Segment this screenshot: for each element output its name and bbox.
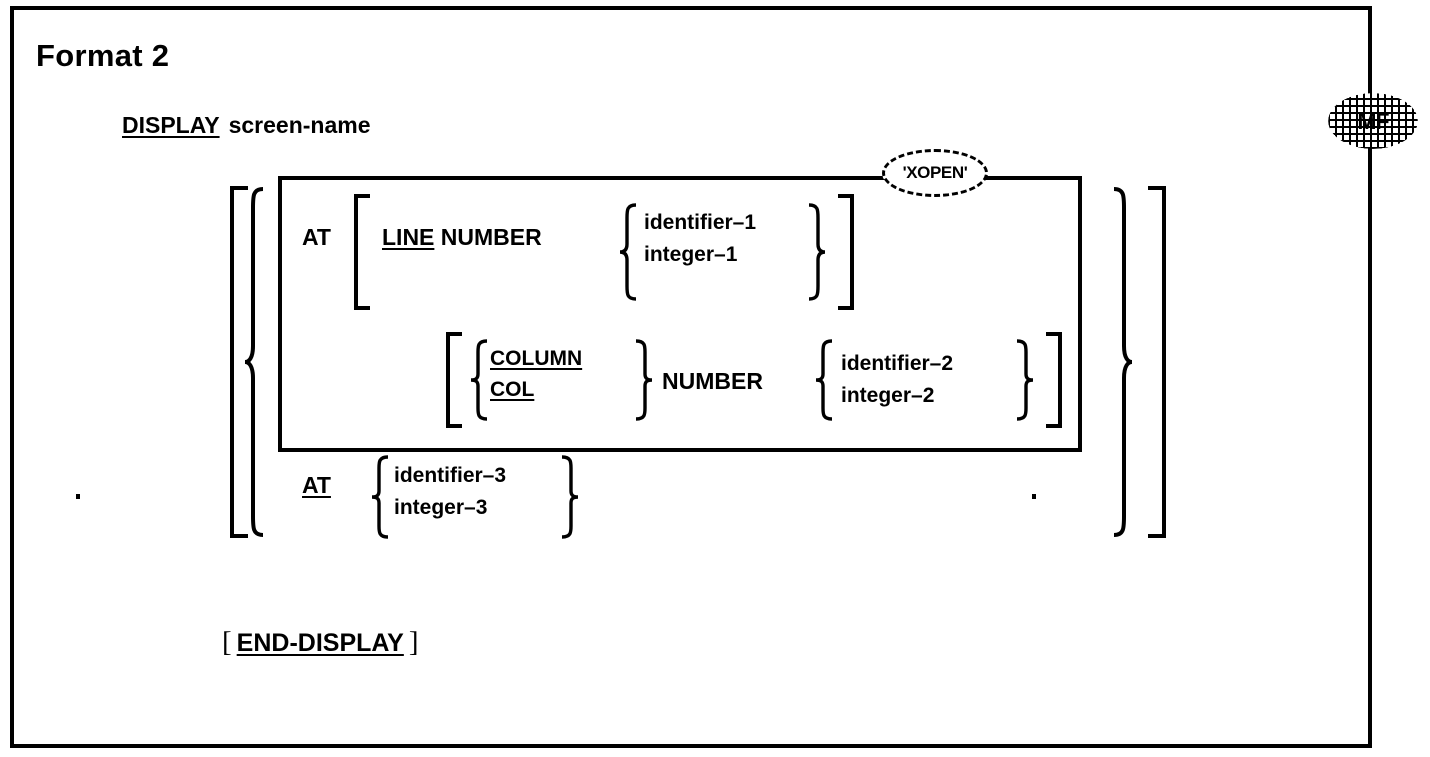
col-keyword: COL — [490, 378, 535, 402]
column-clause-bracket-close — [1046, 332, 1062, 428]
at-clause-group-box — [278, 176, 1082, 452]
outer-optional-bracket-close — [1148, 186, 1166, 538]
mf-badge-label: MF — [1357, 107, 1389, 134]
column-keyword-options: COLUMN COL — [490, 343, 582, 405]
column-clause-bracket-open — [446, 332, 462, 428]
line-keyword: LINE — [382, 224, 435, 250]
end-display-keyword: END-DISPLAY — [236, 629, 404, 657]
column-operand-brace-open — [814, 338, 834, 422]
at-position-options: identifier–3 integer–3 — [394, 460, 506, 524]
scan-speck-left — [76, 494, 80, 499]
at-option-identifier: identifier–3 — [394, 464, 507, 487]
line-clause-bracket-open — [354, 194, 370, 310]
column-choice-brace-open — [469, 338, 489, 422]
statement-header: DISPLAY screen-name — [122, 112, 371, 139]
number-keyword-column: NUMBER — [662, 368, 763, 394]
at-option-integer: integer–3 — [394, 495, 488, 519]
line-operand-options: identifier–1 integer–1 — [644, 207, 756, 271]
column-keyword: COLUMN — [490, 347, 583, 370]
column-operand-brace-close — [1015, 338, 1035, 422]
column-option-integer: integer–2 — [841, 383, 935, 407]
at-position-brace-close — [560, 454, 580, 540]
mf-dialect-badge: MF — [1328, 93, 1418, 149]
at-keyword-line-row: AT — [302, 224, 331, 250]
column-option-identifier: identifier–2 — [841, 352, 954, 375]
xopen-annotation-bubble: 'XOPEN' — [882, 149, 988, 197]
display-keyword: DISPLAY — [122, 112, 220, 138]
line-clause-bracket-close — [838, 194, 854, 310]
at-keyword-position-row: AT — [302, 472, 331, 498]
line-number-keywords: LINE NUMBER — [382, 224, 542, 251]
mf-badge-ellipse — [1328, 93, 1418, 149]
outer-optional-bracket-open — [230, 186, 248, 538]
end-display-bracket-close: ] — [408, 626, 419, 658]
line-option-identifier: identifier–1 — [644, 211, 757, 234]
outer-choice-brace-open — [243, 186, 265, 538]
page-title: Format 2 — [36, 38, 170, 73]
end-display-clause: [END-DISPLAY] — [222, 626, 419, 659]
at-position-brace-open — [370, 454, 390, 540]
xopen-dashed-ellipse — [882, 149, 988, 197]
screen-name-operand: screen-name — [228, 112, 371, 138]
xopen-label: 'XOPEN' — [902, 163, 968, 182]
scan-speck-right — [1032, 494, 1036, 499]
number-keyword-line: NUMBER — [440, 224, 542, 250]
line-operand-brace-close — [807, 202, 827, 302]
end-display-bracket-open: [ — [222, 626, 232, 658]
line-option-integer: integer–1 — [644, 242, 738, 266]
column-operand-options: identifier–2 integer–2 — [841, 348, 953, 412]
page-border-frame: Format 2 DISPLAY screen-name AT LINE NUMB… — [10, 6, 1372, 748]
column-choice-brace-close — [634, 338, 654, 422]
line-operand-brace-open — [618, 202, 638, 302]
outer-choice-brace-close — [1112, 186, 1134, 538]
